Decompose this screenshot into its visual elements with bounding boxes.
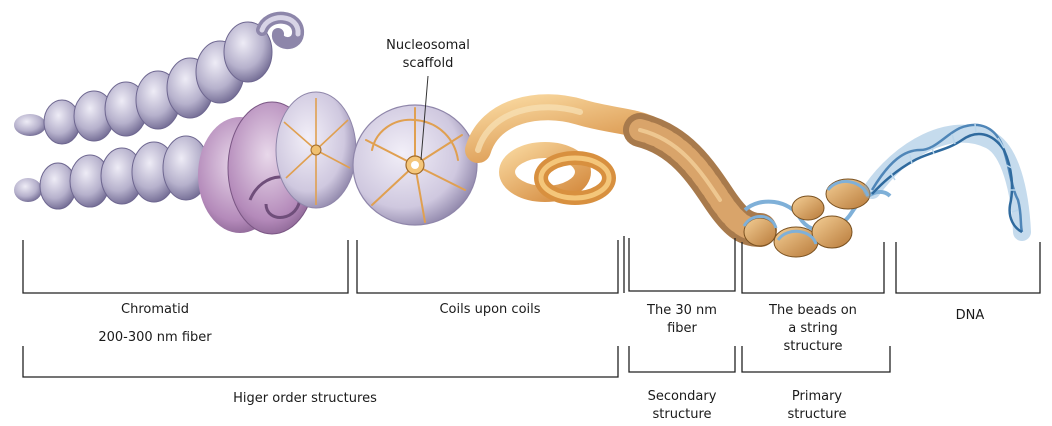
beads-on-string-label: The beads on a string structure <box>748 302 878 356</box>
dna-label: DNA <box>930 307 1010 325</box>
primary-structure-label: Primary structure <box>762 388 872 424</box>
chromatid-lower-arm <box>14 136 209 209</box>
higher-order-structures-label: Higer order structures <box>180 390 430 408</box>
thirty-nm-fiber-illustration <box>640 130 760 230</box>
nucleosomal-scaffold-disc <box>353 105 477 225</box>
chromatid-label: Chromatid 200-300 nm fiber <box>55 301 255 347</box>
bracket-30nm <box>629 238 735 291</box>
coiled-fiber <box>198 92 356 234</box>
bracket-dna <box>896 242 1040 293</box>
nucleosomal-scaffold-label: Nucleosomal scaffold <box>368 37 488 73</box>
coils-upon-coils-label: Coils upon coils <box>400 301 580 319</box>
dna-helix-illustration <box>872 124 1022 232</box>
thirty-nm-fiber-label: The 30 nm fiber <box>628 302 736 338</box>
bracket-chromatid <box>23 240 348 293</box>
bracket-secondary <box>629 346 735 372</box>
bracket-coils <box>357 240 618 293</box>
bracket-higher-order <box>23 346 618 377</box>
secondary-structure-label: Secondary structure <box>628 388 736 424</box>
